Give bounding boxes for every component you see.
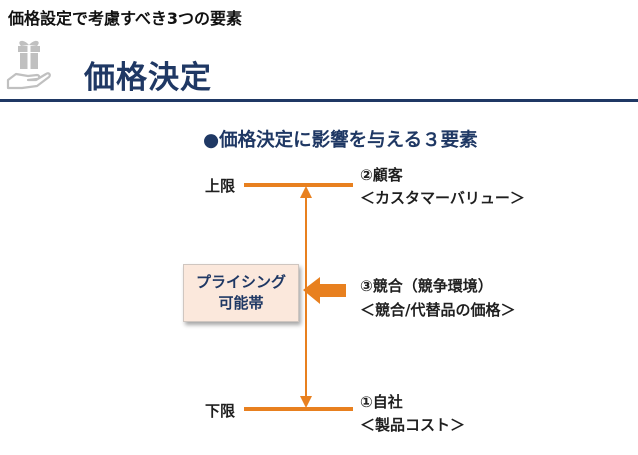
pricing-box-line2: 可能帯 (218, 294, 264, 312)
competition-subtitle: ＜競合/代替品の価格＞ (360, 301, 516, 319)
customer-subtitle: ＜カスタマーバリュー＞ (360, 189, 525, 207)
diagram-subtitle: ●価格決定に影響を与える３要素 (203, 130, 478, 151)
pricing-box-line1: プライシング (195, 273, 286, 291)
pricing-range-box: プライシング 可能帯 (183, 264, 299, 322)
upper-limit-label: 上限 (205, 177, 236, 195)
lower-limit-label: 下限 (205, 402, 236, 420)
title-divider (0, 99, 638, 102)
company-subtitle: ＜製品コスト＞ (360, 416, 466, 434)
competition-title: ③競合（競争環境） (360, 277, 493, 295)
main-title: 価格決定 (84, 60, 212, 96)
gift-hand-icon (6, 36, 52, 96)
customer-title: ②顧客 (360, 166, 403, 184)
top-title: 価格設定で考慮すべき3つの要素 (8, 9, 243, 28)
competition-arrow (303, 277, 346, 304)
company-title: ①自社 (360, 393, 403, 411)
